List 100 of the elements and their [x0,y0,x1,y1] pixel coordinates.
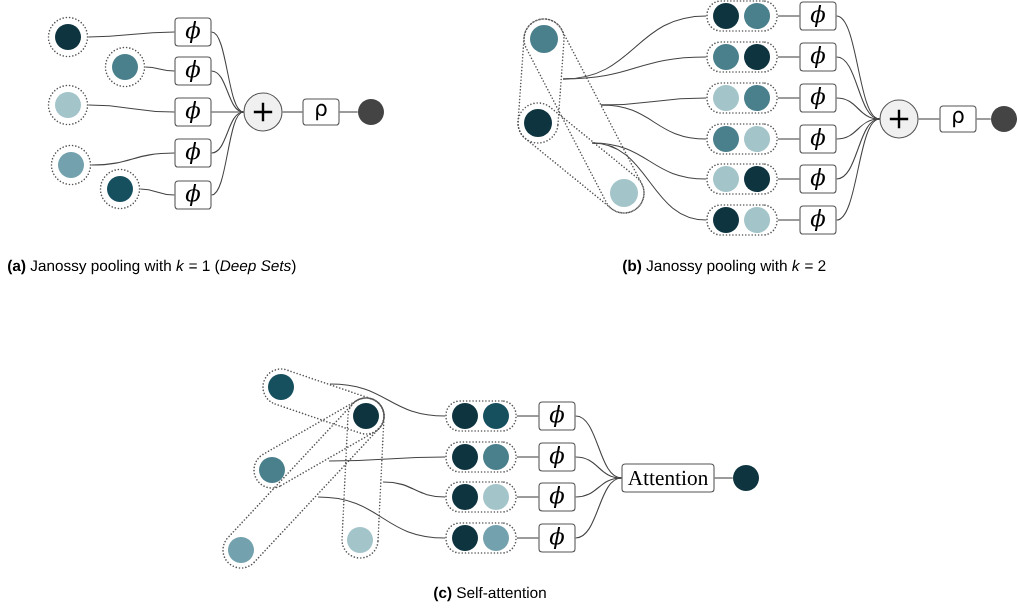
connector-line [714,477,734,479]
connector-line [918,118,940,120]
circle [524,109,552,137]
connector-line [211,111,244,154]
circle [744,207,770,233]
connector-line [591,142,707,221]
connector-line [328,456,446,462]
connector-line [317,496,446,539]
connector-line [575,477,622,498]
circle [530,25,558,53]
circle [713,207,739,233]
circle [483,484,509,510]
connector-line [516,537,539,539]
circle [713,44,739,70]
connector-line [144,66,175,72]
circle [353,403,379,429]
connector-line [777,178,800,180]
phi-box: ϕ [538,442,576,472]
phi-box: ϕ [174,180,212,210]
connector-line [211,111,244,196]
circle [268,374,294,400]
connector-line [836,118,880,140]
dotted-circle [47,16,89,58]
pair-box [706,204,778,236]
connector-line [777,97,800,99]
phi-box: ϕ [799,1,837,31]
circle [452,484,478,510]
phi-box: ϕ [538,401,576,431]
rho-box: ρ [939,105,977,133]
circle [744,166,770,192]
pair-box [445,400,517,432]
circle [610,179,638,207]
phi-box: ϕ [174,17,212,47]
circle [452,403,478,429]
pair-box [706,163,778,195]
pair-box [445,481,517,513]
rho-box: ρ [302,98,340,126]
connector-line [591,142,707,180]
phi-box: ϕ [174,138,212,168]
circle [452,525,478,551]
connector-line [211,111,244,113]
circle [483,525,509,551]
pair-box [706,41,778,73]
subfigure-caption: (b) Janossy pooling with k = 2 [623,259,826,275]
circle [228,537,254,563]
subfigure-caption: (a) Janossy pooling with k = 1 (Deep Sets) [8,259,296,275]
connector-line [516,415,539,417]
circle [744,126,770,152]
output-circle [358,99,384,125]
connector-line [777,138,800,140]
connector-line [90,152,175,166]
pair-box [445,522,517,554]
circle [744,44,770,70]
pair-box [706,82,778,114]
circle [483,444,509,470]
phi-box: ϕ [538,482,576,512]
attention-box: Attention [621,463,715,493]
connector-line [836,118,880,221]
circle [713,85,739,111]
circle [713,3,739,29]
phi-box: ϕ [174,97,212,127]
phi-box: ϕ [799,42,837,72]
connector-line [516,496,539,498]
connector-line [562,56,707,80]
circle [452,444,478,470]
circle [744,85,770,111]
connector-line [516,456,539,458]
connector-line [836,15,880,120]
phi-box: ϕ [799,124,837,154]
circle [483,403,509,429]
connector-line [339,111,359,113]
dotted-circle [50,144,92,186]
circle [347,527,373,553]
connector-line [382,481,446,498]
phi-box: ϕ [538,523,576,553]
connector-line [575,477,622,539]
connector-line [87,31,175,38]
phi-box: ϕ [799,205,837,235]
connector-line [976,118,992,120]
dotted-circle [47,84,89,126]
connector-line [777,56,800,58]
circle [744,3,770,29]
pair-box [706,0,778,32]
phi-box: ϕ [174,56,212,86]
circle [713,166,739,192]
connector-line [777,219,800,221]
dotted-circle [99,168,141,210]
pair-box [706,123,778,155]
connector-line [777,15,800,17]
subfigure-caption: (c) Self-attention [434,586,546,602]
connector-line [211,31,244,113]
phi-box: ϕ [799,164,837,194]
output-circle [991,106,1017,132]
connector-line [282,111,303,113]
phi-box: ϕ [799,83,837,113]
connector-line [87,104,175,113]
circle [259,457,285,483]
pair-box [445,441,517,473]
connector-line [139,188,175,196]
connector-line [329,383,446,417]
